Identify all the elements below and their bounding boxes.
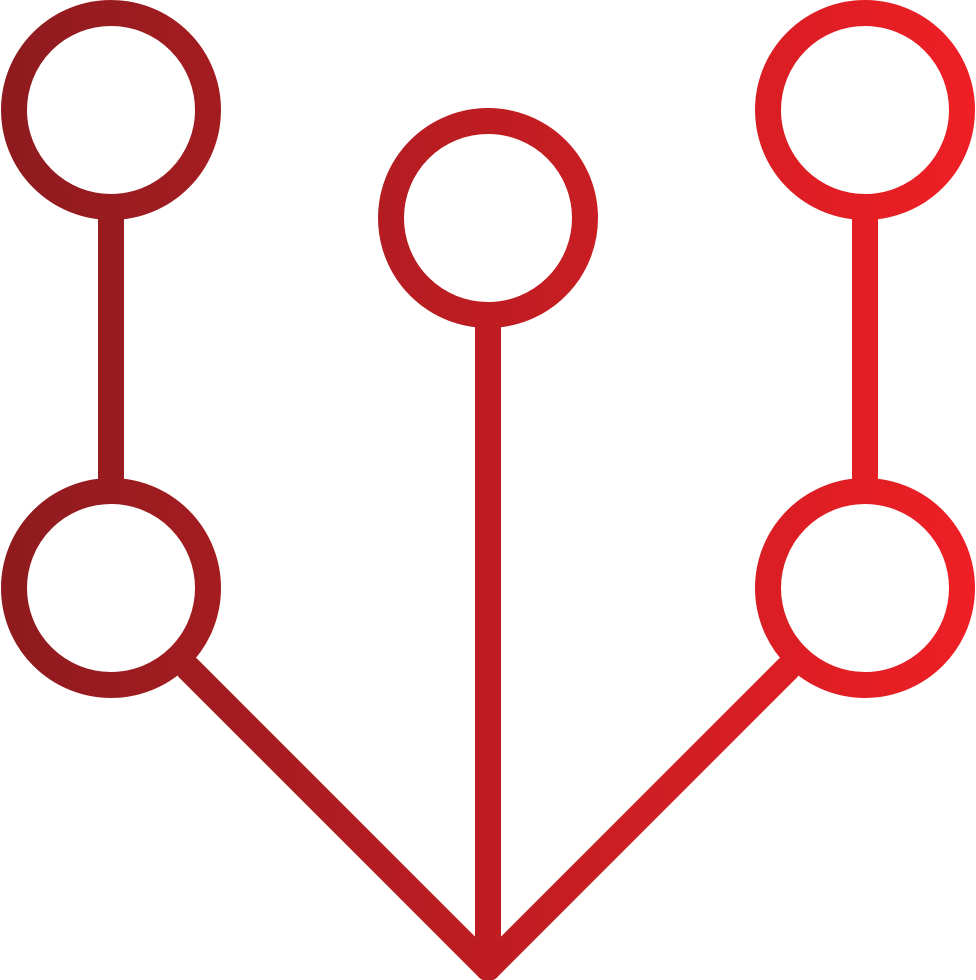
bottom-right-node xyxy=(755,478,975,698)
left-diagonal-line xyxy=(175,655,501,980)
top-right-node xyxy=(755,0,975,220)
top-left-node xyxy=(1,0,221,220)
bottom-left-node xyxy=(1,478,221,698)
center-top-node xyxy=(378,108,598,328)
right-diagonal-line xyxy=(475,655,801,980)
